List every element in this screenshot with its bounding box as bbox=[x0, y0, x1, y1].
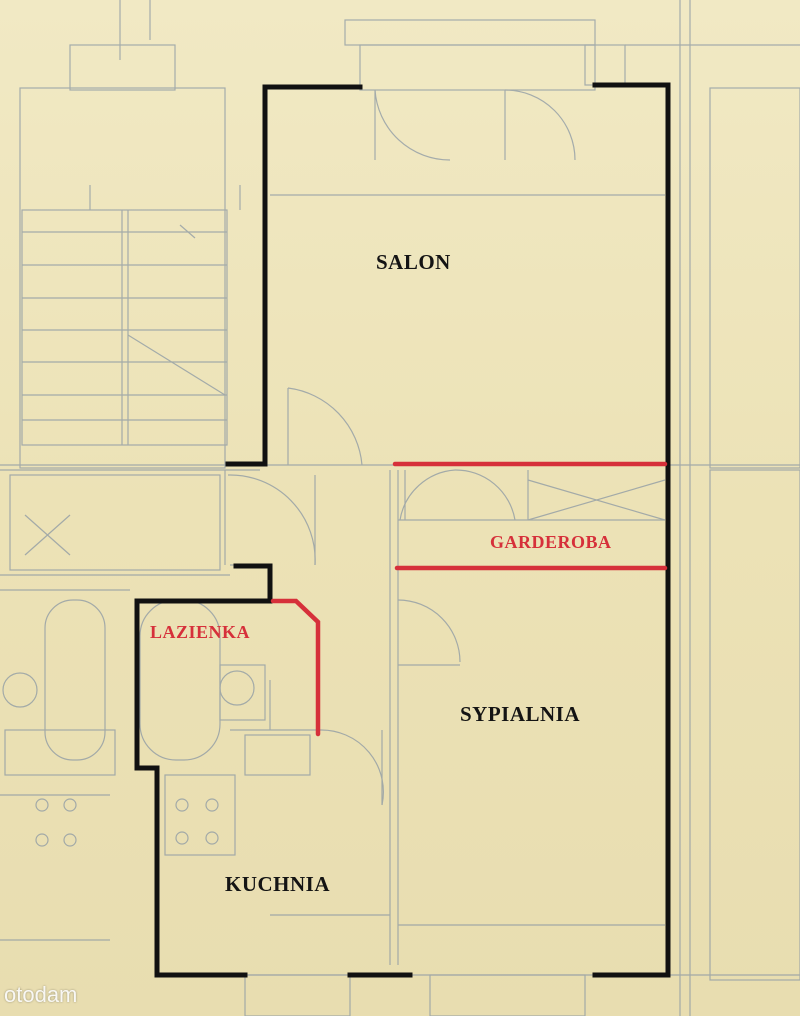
apartment-walls bbox=[134, 82, 671, 978]
watermark-logo: otodam bbox=[4, 982, 78, 1007]
room-label-kuchnia: KUCHNIA bbox=[225, 872, 331, 896]
room-label-lazienka: LAZIENKA bbox=[150, 622, 251, 642]
highlight-lines bbox=[270, 461, 668, 737]
room-label-sypialnia: SYPIALNIA bbox=[460, 702, 581, 726]
room-label-garderoba: GARDEROBA bbox=[490, 532, 612, 552]
room-label-salon: SALON bbox=[376, 250, 451, 274]
